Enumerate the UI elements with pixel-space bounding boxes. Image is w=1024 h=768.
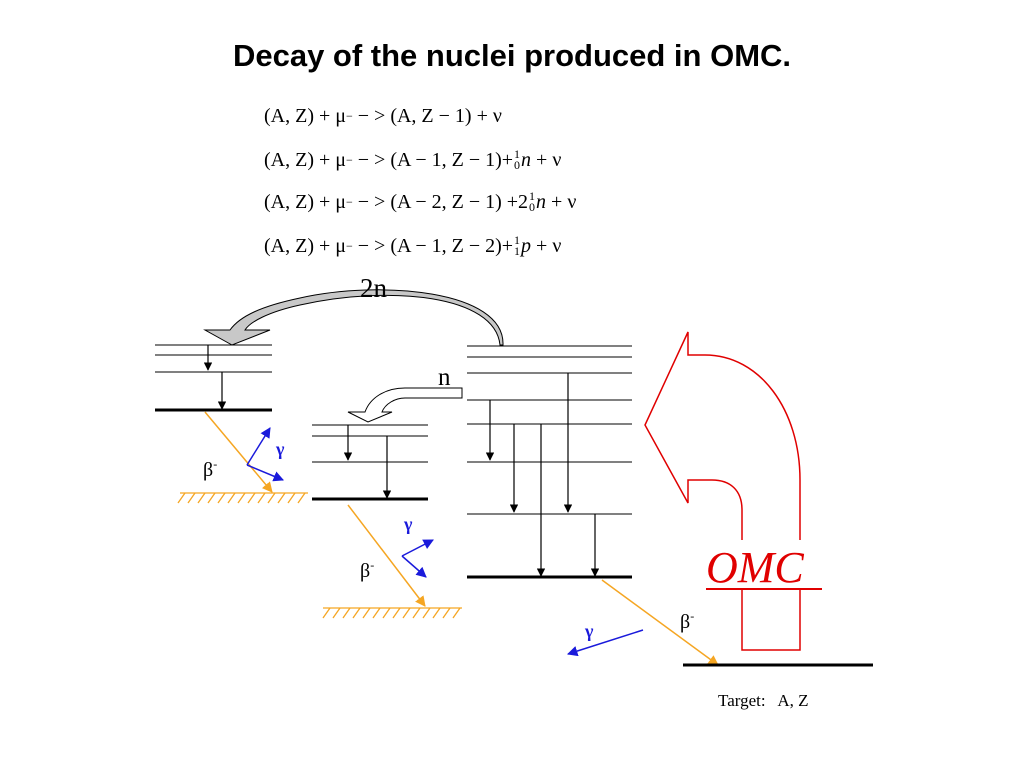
eq2-nuclide-index: 1 0 [514, 147, 521, 172]
eq3-rhs: (A − 2, Z − 1) +2 [390, 190, 529, 213]
eq3-nuc-sup: 1 [529, 189, 536, 203]
eq2-nuc-sub: 0 [514, 158, 521, 172]
target-label: Target: A, Z [718, 691, 809, 710]
equation-1: (A, Z) + μ − − > (A, Z − 1) + ν [264, 101, 502, 131]
eq4-rhs: (A − 1, Z − 2)+ [390, 234, 514, 257]
right-gamma-label: γ [584, 621, 594, 641]
eq2-tail: + ν [531, 148, 562, 171]
label-2n: 2n [360, 273, 388, 303]
eq3-nuclide-index: 1 0 [529, 189, 536, 214]
eq1-rhs: (A, Z − 1) + ν [390, 104, 502, 127]
middle-beta-label: β- [360, 558, 374, 582]
eq4-tail: + ν [531, 234, 562, 257]
left-gamma-arrow-up [246, 427, 271, 466]
omc-label: OMC [706, 543, 804, 592]
left-beta-label: β- [203, 457, 217, 481]
eq2-rhs: (A − 1, Z − 1)+ [390, 148, 514, 171]
eq3-tail: + ν [546, 190, 577, 213]
omc-outline-arrow [644, 331, 801, 651]
right-beta-line [601, 579, 719, 666]
right-beta-sup: - [690, 609, 694, 623]
eq1-lhs-sup: − [345, 108, 353, 123]
eq2-arrow: − > [352, 148, 391, 171]
eq3-lhs: (A, Z) + μ [264, 190, 346, 213]
equation-4: (A, Z) + μ − − > (A − 1, Z − 2)+ 1 1 p +… [264, 231, 561, 261]
eq4-lhs: (A, Z) + μ [264, 234, 346, 257]
label-n: n [438, 364, 451, 391]
middle-gamma-arrow-up [401, 539, 434, 557]
left-hatch-ground [177, 492, 308, 504]
eq4-particle: p [521, 234, 532, 257]
eq4-arrow: − > [352, 234, 391, 257]
right-nucleus-levels [467, 345, 632, 515]
left-gamma-arrow-down [246, 464, 284, 482]
eq3-lhs-sup: − [345, 194, 353, 209]
left-nucleus-levels [155, 344, 272, 373]
slide-title: Decay of the nuclei produced in OMC. [232, 38, 792, 73]
left-gamma-label: γ [275, 439, 285, 459]
omc-label-backdrop [705, 540, 825, 590]
eq2-particle: n [521, 148, 532, 171]
middle-hatch-ground [322, 607, 462, 619]
eq1-lhs: (A, Z) + μ [264, 104, 346, 127]
left-beta-sup: - [213, 457, 217, 471]
eq1-arrow: − > [352, 104, 391, 127]
middle-beta-symbol: β [360, 560, 370, 582]
middle-nucleus-levels [312, 424, 428, 463]
middle-gamma-arrow-down [401, 555, 427, 578]
right-beta-symbol: β [680, 611, 690, 633]
two-neutron-curved-arrow [203, 289, 504, 346]
eq3-particle: n [536, 190, 547, 213]
middle-beta-sup: - [370, 558, 374, 572]
middle-beta-line [347, 504, 426, 607]
eq4-nuc-sub: 1 [514, 244, 521, 258]
right-beta-label: β- [680, 609, 694, 633]
eq4-nuc-sup: 1 [514, 233, 521, 247]
eq4-lhs-sup: − [345, 238, 353, 253]
equation-2: (A, Z) + μ − − > (A − 1, Z − 1)+ 1 0 n +… [264, 145, 561, 175]
right-gamma-arrow [566, 629, 644, 657]
eq2-nuc-sup: 1 [514, 147, 521, 161]
left-beta-line [204, 411, 273, 493]
middle-gamma-label: γ [403, 514, 413, 534]
left-beta-symbol: β [203, 459, 213, 481]
one-neutron-curved-arrow [347, 387, 463, 423]
right-transitions [485, 373, 600, 577]
eq3-arrow: − > [352, 190, 391, 213]
eq3-nuc-sub: 0 [529, 200, 536, 214]
eq2-lhs: (A, Z) + μ [264, 148, 346, 171]
equation-3: (A, Z) + μ − − > (A − 2, Z − 1) +2 1 0 n… [264, 187, 576, 217]
eq4-nuclide-index: 1 1 [514, 233, 521, 258]
eq2-lhs-sup: − [345, 152, 353, 167]
